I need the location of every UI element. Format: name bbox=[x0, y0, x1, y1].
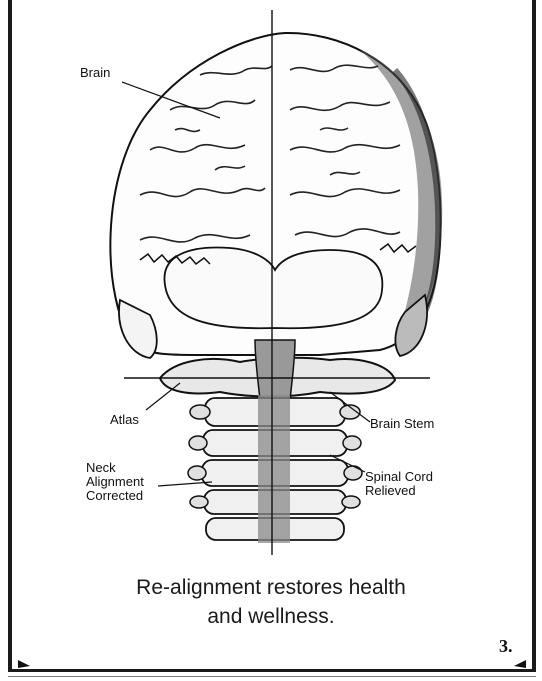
neck-label-line1: Neck bbox=[86, 461, 144, 475]
caption-line-2: and wellness. bbox=[0, 603, 542, 631]
neck-alignment-label: Neck Alignment Corrected bbox=[86, 461, 144, 503]
atlas-label: Atlas bbox=[110, 413, 139, 427]
neck-leader-line bbox=[158, 482, 212, 486]
caption-line-1: Re-alignment restores health bbox=[0, 574, 542, 602]
atlas-leader-line bbox=[146, 383, 180, 410]
spinal-cord bbox=[258, 395, 290, 543]
corner-arrow-right bbox=[514, 660, 526, 668]
neck-label-line3: Corrected bbox=[86, 489, 144, 503]
brain-stem-label: Brain Stem bbox=[370, 417, 434, 431]
corner-arrow-left bbox=[18, 660, 30, 668]
spinal-label-line2: Relieved bbox=[365, 484, 433, 498]
page-number: 3. bbox=[499, 636, 513, 657]
brain-label: Brain bbox=[80, 66, 110, 80]
spinal-label-line1: Spinal Cord bbox=[365, 470, 433, 484]
spinal-cord-label: Spinal Cord Relieved bbox=[365, 470, 433, 498]
neck-label-line2: Alignment bbox=[86, 475, 144, 489]
brain-stem bbox=[255, 340, 295, 400]
